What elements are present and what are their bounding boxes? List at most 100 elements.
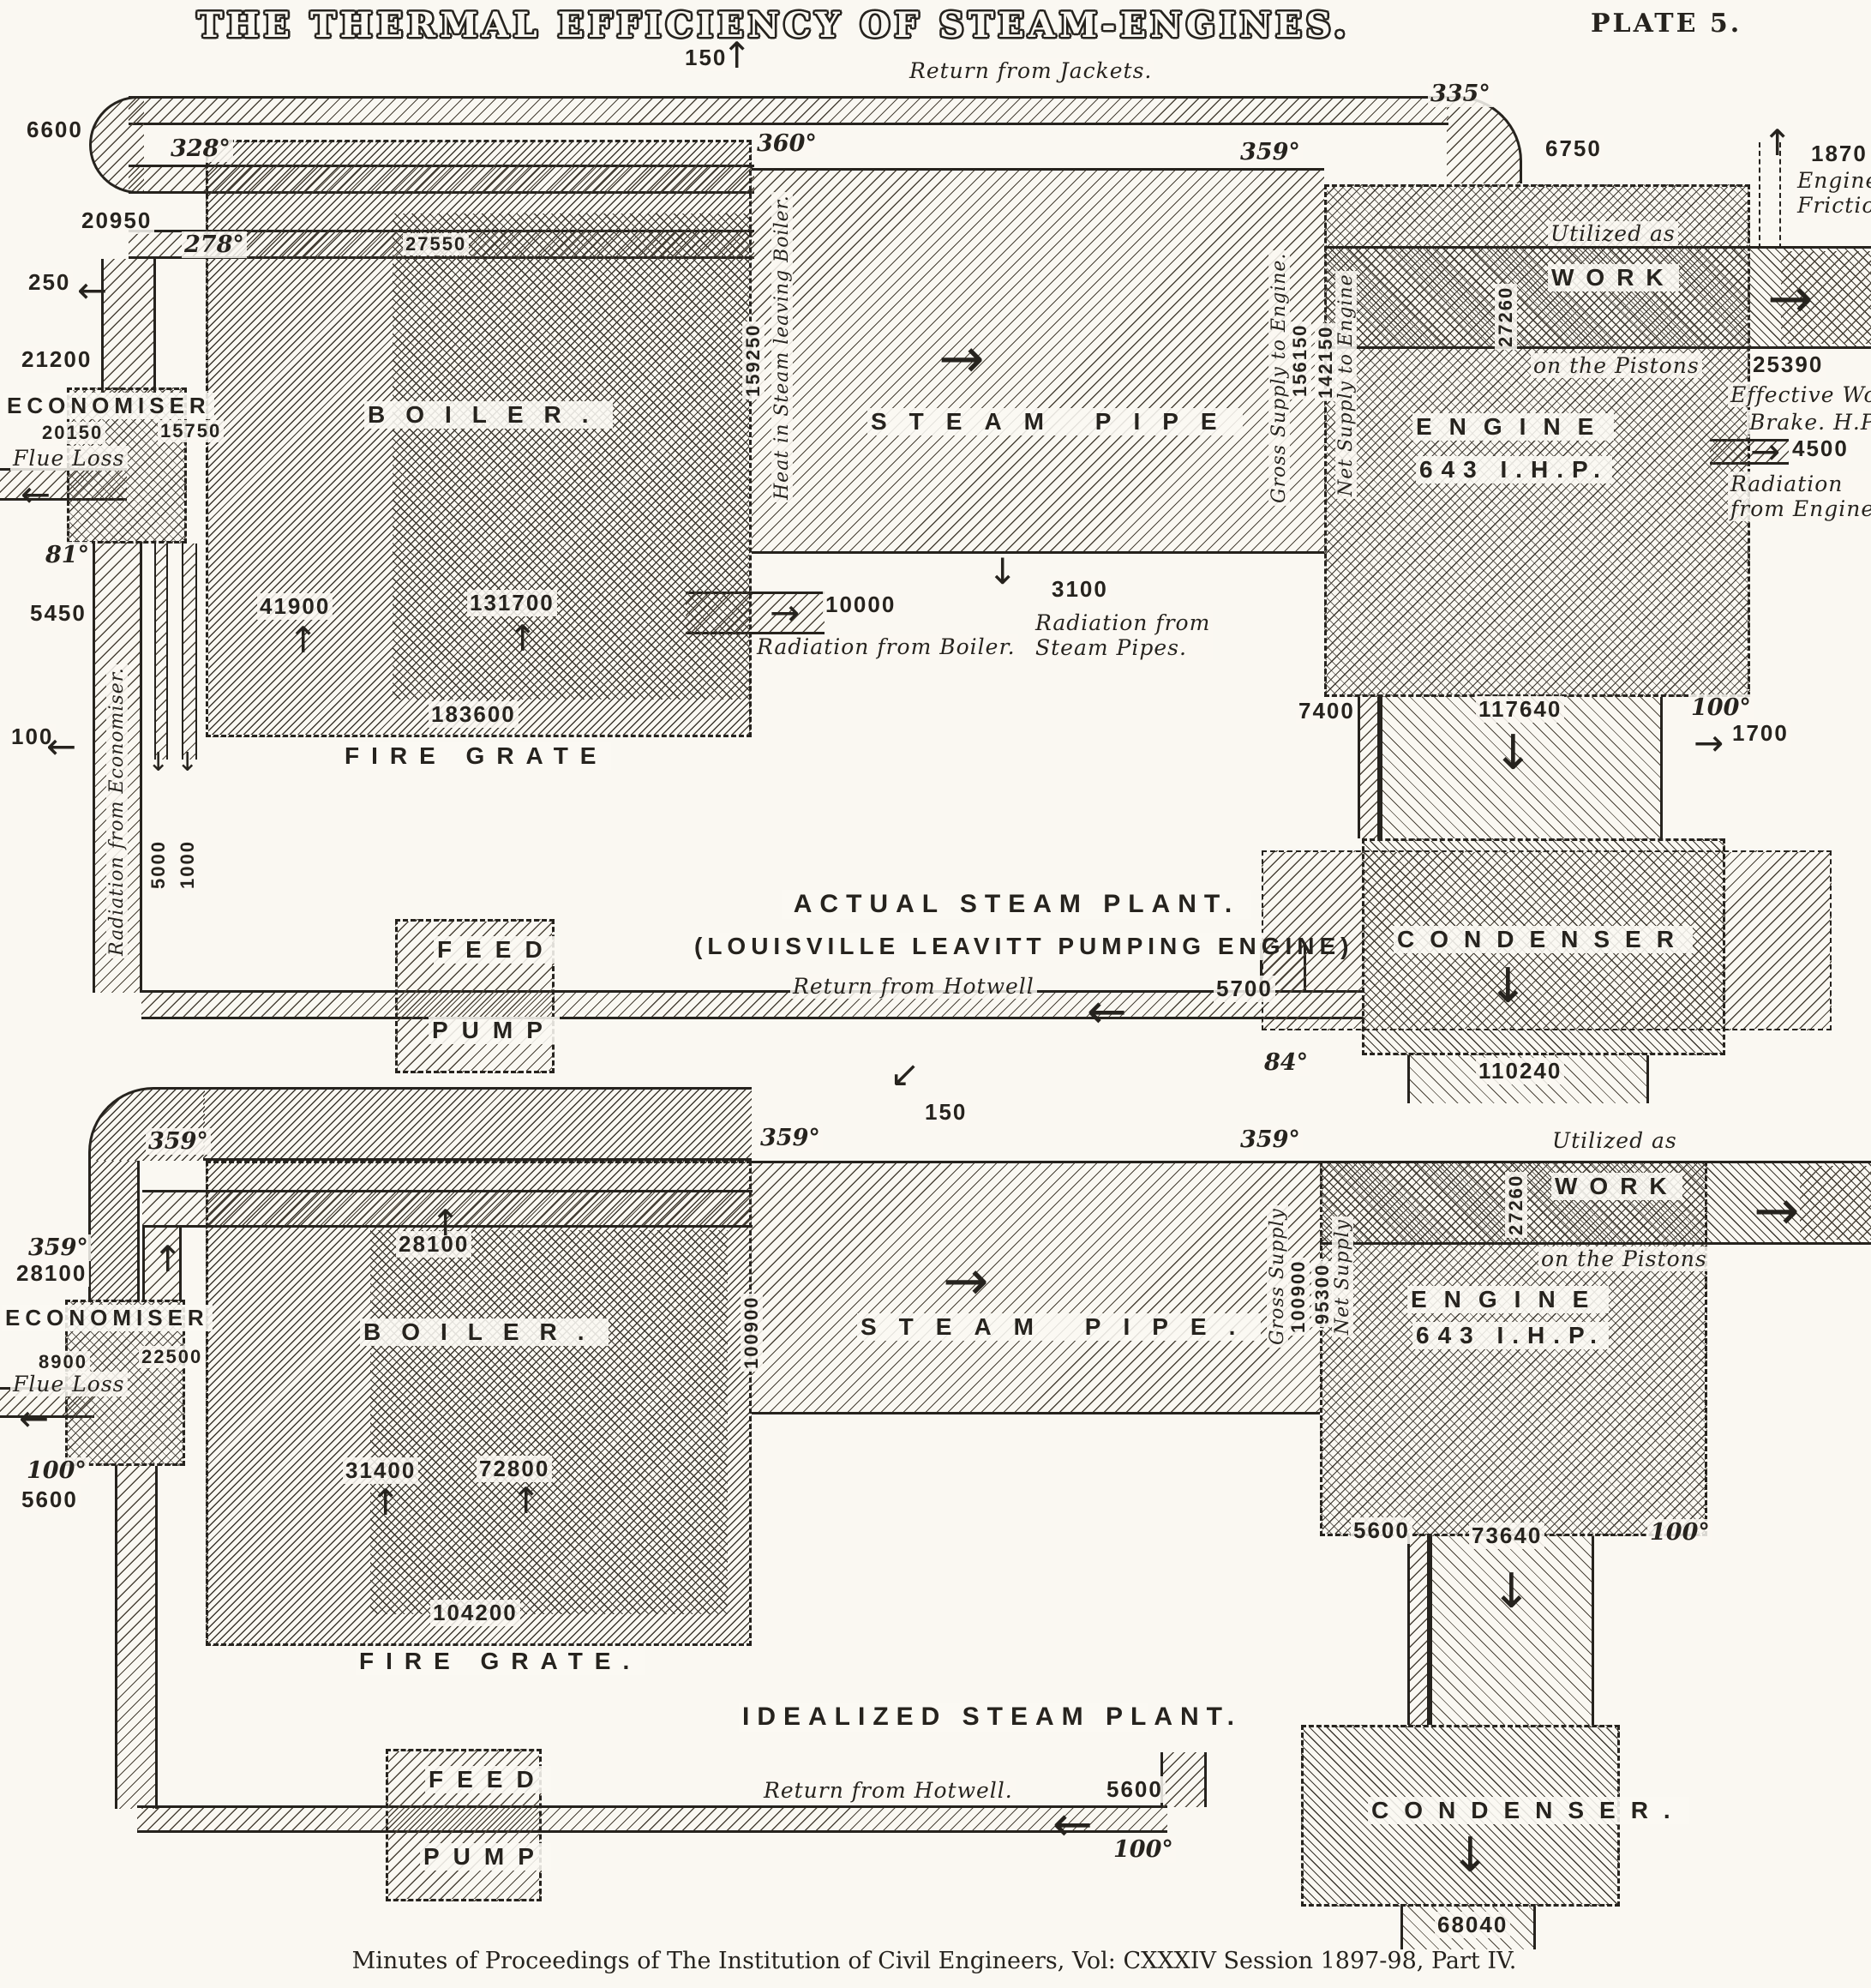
b-hotwell-drop-band [1160,1752,1207,1807]
b-net-supply-label: Net Supply [1332,1216,1353,1337]
b-flow-8900: 8900 [36,1351,90,1373]
t-hotwell-return-band [141,990,1364,1019]
b-on-pistons: on the Pistons [1538,1246,1710,1271]
t-arrow-return: ← [1087,984,1127,1040]
t-temp-360: 360° [754,130,819,157]
t-jacket-return-value: 150 [682,45,730,71]
t-flow-7400: 7400 [1296,698,1358,724]
t-flow-1700: 1700 [1730,720,1791,747]
t-rad-1000: 1000 [177,838,199,892]
b-gross-supply-label: Gross Supply [1267,1205,1288,1348]
b-steam-pipe-band [752,1161,1320,1414]
page-title: THE THERMAL EFFICIENCY OF STEAM-ENGINES. [197,5,1351,45]
t-arrow-3100: ↓ [987,550,1018,592]
b-economiser-label: ECONOMISER [2,1305,213,1331]
b-flow-22500: 22500 [139,1346,206,1368]
t-flow-27260: 27260 [1495,283,1517,350]
t-work-label: WORK [1548,264,1679,291]
t-engine-friction-label: Engine Friction [1795,168,1871,218]
t-condenser-label: CONDENSER [1394,926,1693,953]
b-arrow-condenser: ↓ [1450,1828,1490,1883]
t-flue-loss: Flue Loss [10,446,128,471]
t-rad-250: 250 [26,269,74,296]
t-rad-steam-pipes-label: Radiation from Steam Pipes. [1033,610,1214,660]
t-temp-335: 335° [1428,81,1493,107]
t-rad-engine-label: Radiation from Engine. [1728,471,1871,521]
t-temp-84: 84° [1262,1049,1311,1076]
t-flow-3100: 3100 [1049,576,1111,603]
t-arrow-4500: → [1750,430,1781,472]
b-flow-72800: 72800 [477,1456,553,1482]
t-rad-econ-band-1000 [182,544,197,760]
b-pump-label: PUMP [420,1843,551,1871]
b-flow-68040: 68040 [1435,1912,1511,1938]
b-arrow-steam: → [943,1250,989,1313]
t-arrow-100: ← [46,725,77,767]
b-engine-ihp-label: 643 I.H.P. [1412,1322,1609,1349]
b-hotwell-return-band [137,1805,1167,1833]
t-utilized-as: Utilized as [1548,221,1678,246]
t-arrow-1700: → [1694,722,1724,764]
t-flow-20150: 20150 [39,422,106,444]
b-arrow-return: ← [1052,1797,1093,1853]
t-rad-5000: 5000 [147,838,170,892]
t-jacket-return-band [129,96,1448,125]
t-arrow-jacket-up: ↑ [722,34,753,76]
b-arrow-exhaust: ↓ [1491,1564,1532,1619]
t-flow-110240: 110240 [1476,1058,1565,1084]
b-feed-column [115,1466,158,1809]
b-exhaust-band [1430,1536,1594,1725]
b-steam-pipe-label: STEAM PIPE. [857,1313,1262,1341]
t-flow-159250: 159250 [742,321,765,399]
t-plant-title: ACTUAL STEAM PLANT. [782,890,1251,919]
b-arrow-flue: ← [19,1397,50,1439]
b-arrow-feed-up: ↑ [153,1238,183,1280]
b-flow-100900-gross: 100900 [1287,1257,1310,1336]
t-flow-150-hotwell: 150 [922,1099,970,1126]
t-flow-21200: 21200 [19,346,95,373]
t-flow-6750: 6750 [1543,135,1604,162]
b-jacket-water-band [1407,1536,1430,1725]
b-effective-work-band [1800,1166,1871,1240]
t-steam-pipe-band [752,168,1324,554]
b-flow-28100-econ: 28100 [14,1260,90,1287]
t-return-from-jackets: Return from Jackets. [907,58,1155,83]
b-arrow-boiler-up1: ↑ [370,1481,401,1523]
t-arrow-exhaust: ↓ [1493,725,1533,781]
b-feed-riser [142,1228,182,1301]
t-arrow-condenser: ↓ [1488,958,1528,1014]
t-flow-20950: 20950 [79,207,155,234]
t-boiler-steam-region [392,213,749,700]
t-effective-work-label: Effective Work. [1728,382,1871,407]
t-feed-label: FEED [434,936,560,964]
t-arrow-150-hotwell: ↙ [890,1053,921,1095]
b-engine-label: ENGINE [1407,1286,1610,1313]
t-plant-subtitle: (LOUISVILLE LEAVITT PUMPING ENGINE) [691,933,1349,960]
b-flow-27260: 27260 [1505,1171,1527,1238]
t-flow-100: 100 [9,724,57,750]
t-arrow-10000: → [770,592,801,634]
b-arrow-boiler-up2: ↑ [511,1480,542,1522]
b-feed-label: FEED [425,1766,551,1793]
b-flue-loss: Flue Loss [10,1372,128,1396]
t-flow-183600: 183600 [429,701,519,728]
t-engine-friction-band [1759,142,1781,249]
t-jacket-water-band [1358,697,1380,838]
t-temp-100: 100° [1688,694,1754,721]
t-net-supply-label: Net Supply to Engine [1335,271,1357,499]
page-footer: Minutes of Proceedings of The Institutio… [351,1948,1517,1974]
b-flue-band [203,1087,752,1161]
b-boiler-steam-region [370,1230,728,1615]
t-rad-boiler-label: Radiation from Boiler. [754,634,1018,659]
t-jacket-engine-loop [1447,96,1522,183]
t-flow-27550: 27550 [403,233,470,255]
b-flow-28100-boiler: 28100 [396,1231,472,1258]
t-arrow-friction: ↑ [1762,122,1793,164]
t-flow-5450: 5450 [27,600,89,627]
b-temp-359-engine: 359° [1238,1126,1303,1153]
b-flow-100900-steam: 100900 [741,1293,763,1372]
t-gross-supply-label: Gross Supply to Engine. [1268,249,1290,506]
t-flow-6600: 6600 [24,117,86,143]
b-plant-title: IDEALIZED STEAM PLANT. [739,1703,1234,1732]
